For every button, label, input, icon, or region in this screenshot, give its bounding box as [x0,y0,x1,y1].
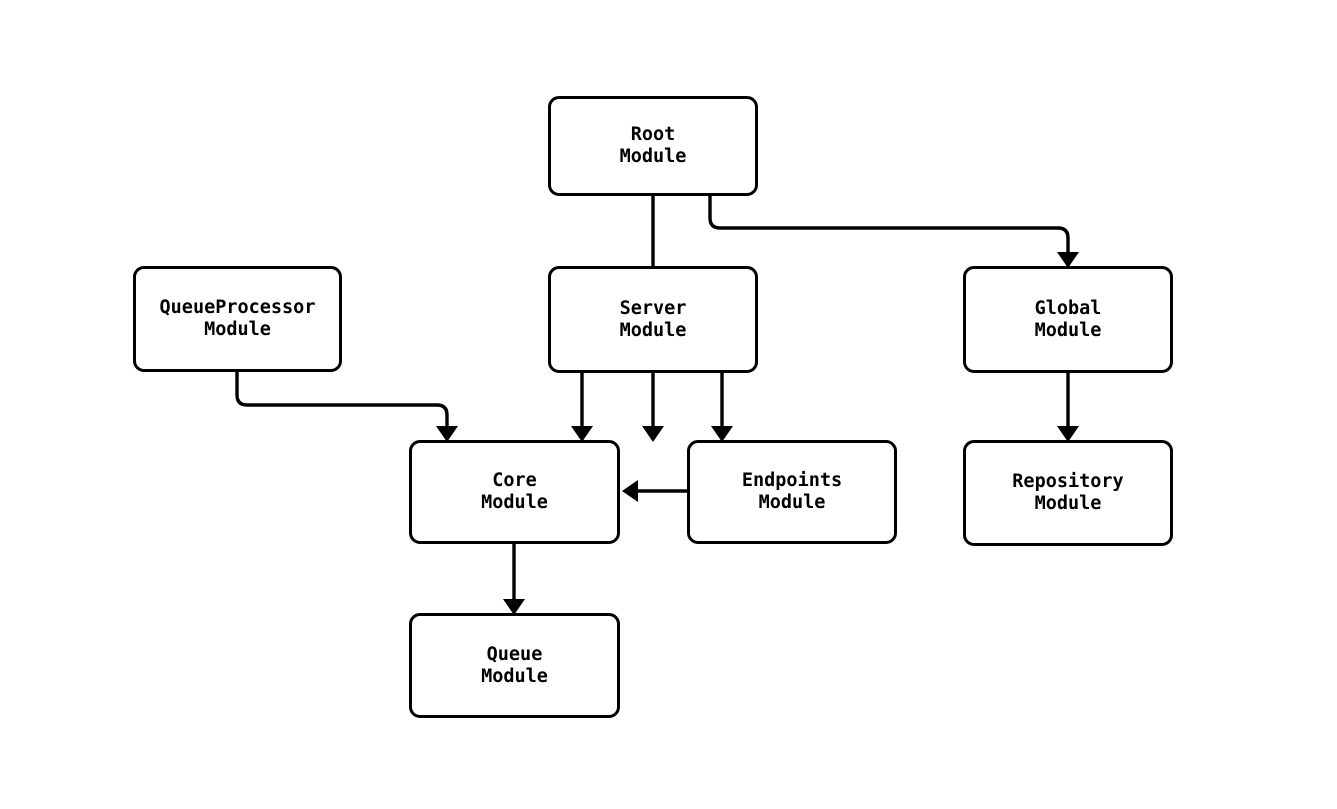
node-repository-module-line1: Repository [1012,471,1124,492]
node-server-module-line2: Module [619,319,687,341]
node-queue-module[interactable]: Queue Module [409,613,620,718]
node-queueprocessor-module[interactable]: QueueProcessor Module [133,266,342,372]
node-endpoints-module-line2: Module [758,492,826,513]
node-endpoints-module[interactable]: Endpoints Module [687,440,897,544]
node-endpoints-module-line1: Endpoints [741,470,843,491]
edge-server-to-core [571,373,593,442]
node-root-module-line1: Root [630,124,676,145]
node-core-module-line1: Core [492,470,537,491]
node-queue-module-line1: Queue [486,643,543,665]
node-server-module[interactable]: Server Module [548,266,758,373]
node-global-module-line1: Global [1034,297,1102,319]
edge-root-to-global [708,196,1079,268]
node-core-module[interactable]: Core Module [409,440,620,544]
node-repository-module[interactable]: Repository Module [963,440,1173,546]
node-repository-module-line2: Module [1034,493,1102,514]
node-server-module-line1: Server [619,297,687,319]
node-queue-module-line2: Module [481,665,548,687]
edge-endpoints-to-core [622,480,687,502]
node-core-module-line2: Module [481,492,548,513]
node-root-module-line2: Module [619,146,687,167]
edge-global-to-repository [1057,373,1079,442]
edge-server-to-endpoints [711,373,733,442]
node-root-module[interactable]: Root Module [548,96,758,196]
edge-queueprocessor-to-core [235,372,458,442]
node-global-module[interactable]: Global Module [963,266,1173,373]
node-global-module-line2: Module [1034,319,1102,341]
node-queueprocessor-module-line1: QueueProcessor [159,297,316,318]
edge-core-to-queue [503,544,525,615]
node-queueprocessor-module-line2: Module [204,319,271,340]
